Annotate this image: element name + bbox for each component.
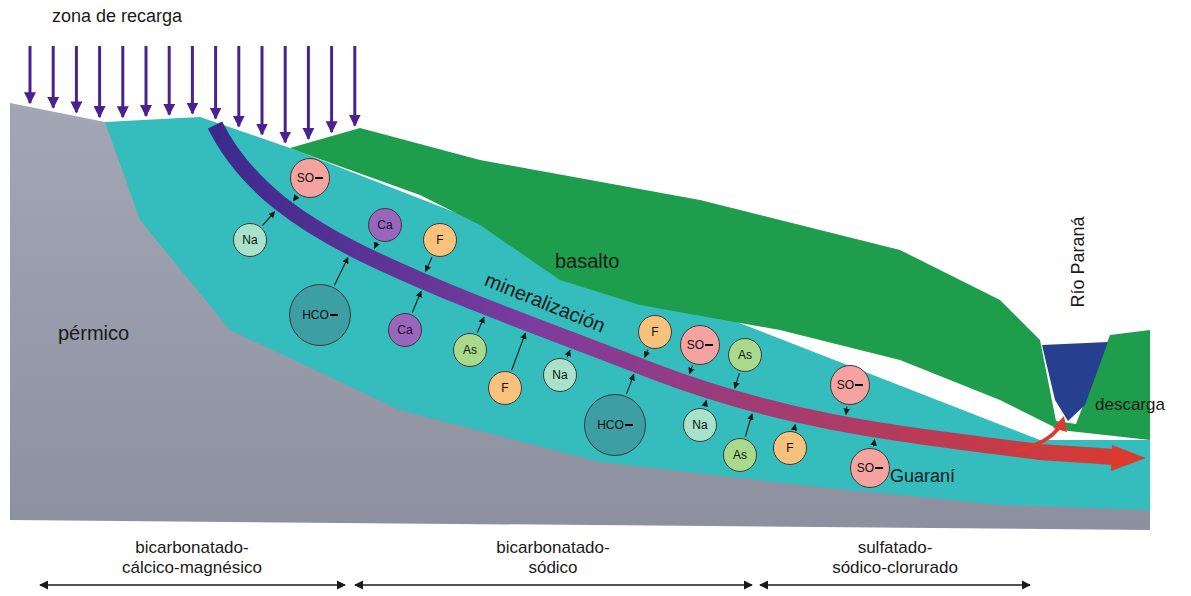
- zone-bracket: [355, 584, 752, 585]
- ion-circle: HCO: [289, 284, 351, 346]
- zone-bracket: [760, 584, 1030, 585]
- ion-circle: SO: [290, 158, 330, 198]
- recharge-arrow: [191, 46, 194, 113]
- ion-symbol: As: [738, 349, 752, 361]
- ion-circle: SO: [850, 448, 890, 488]
- recharge-arrow: [121, 46, 124, 117]
- recharge-arrow: [307, 46, 310, 139]
- charge-bar: [625, 424, 633, 426]
- ion-symbol: Ca: [377, 219, 392, 231]
- ion-circle: F: [638, 315, 672, 349]
- ion-symbol: Na: [692, 419, 707, 431]
- ion-circle: SO: [830, 365, 870, 405]
- charge-bar: [705, 344, 713, 346]
- recharge-arrow: [145, 46, 148, 116]
- recharge-arrow: [52, 46, 55, 108]
- ion-circle: F: [488, 371, 522, 405]
- ion-circle: Ca: [368, 208, 402, 242]
- ion-circle: As: [453, 333, 487, 367]
- leader-arrow: [334, 258, 348, 286]
- leader-arrow: [567, 350, 570, 357]
- zone-brackets: [40, 584, 1030, 585]
- permian-layer: [10, 103, 1150, 530]
- leader-arrow: [735, 373, 740, 388]
- leader-arrow: [846, 407, 847, 415]
- recharge-arrow: [75, 46, 78, 112]
- ion-symbol: SO: [837, 379, 854, 391]
- leader-arrow: [645, 350, 648, 358]
- zone-label: bicarbonatado- sódico: [488, 538, 618, 577]
- ion-circle: As: [728, 338, 762, 372]
- leader-arrow: [689, 366, 692, 374]
- ion-circle: Na: [233, 223, 267, 257]
- leader-arrow: [745, 414, 752, 437]
- region-label: descarga: [1095, 395, 1165, 415]
- ion-symbol: Na: [242, 234, 257, 246]
- guarani-aquifer: [105, 117, 1150, 510]
- ion-symbol: SO: [297, 172, 314, 184]
- ion-symbol: SO: [857, 462, 874, 474]
- charge-bar: [315, 177, 323, 179]
- leader-arrow: [512, 333, 526, 370]
- leader-arrow: [412, 291, 421, 312]
- discharge-branch: [1015, 426, 1060, 451]
- ion-symbol: F: [501, 382, 508, 394]
- recharge-arrows: [30, 46, 355, 142]
- region-label: Guaraní: [890, 466, 955, 487]
- recharge-arrow: [214, 46, 217, 118]
- recharge-arrow: [261, 46, 264, 134]
- ion-symbol: HCO: [302, 309, 329, 321]
- ion-circle: F: [423, 223, 457, 257]
- ion-circle: Na: [543, 358, 577, 392]
- region-label: Río Paraná: [1068, 216, 1089, 307]
- zone-bracket: [40, 584, 345, 585]
- ion-circle: F: [773, 431, 807, 465]
- leader-arrow: [626, 374, 633, 394]
- leader-arrow: [873, 440, 874, 447]
- ion-circle: HCO: [584, 394, 646, 456]
- ion-symbol: Ca: [397, 324, 412, 336]
- zone-label: sulfatado- sódico-clorurado: [830, 538, 960, 577]
- leader-arrow: [794, 425, 795, 430]
- ion-symbol: As: [733, 449, 747, 461]
- charge-bar: [330, 314, 338, 316]
- discharge-head: [1053, 416, 1067, 432]
- recharge-arrow: [29, 46, 32, 103]
- ion-circle: Na: [683, 408, 717, 442]
- ion-symbol: As: [463, 344, 477, 356]
- ion-symbol: HCO: [597, 419, 624, 431]
- flow-arrow: [215, 125, 1115, 457]
- ion-symbol: SO: [687, 339, 704, 351]
- flow-arrowhead: [1111, 445, 1146, 471]
- recharge-arrow: [168, 46, 171, 115]
- ion-symbol: Na: [552, 369, 567, 381]
- region-label: basalto: [555, 250, 620, 273]
- charge-bar: [875, 467, 883, 469]
- ion-symbol: F: [436, 234, 443, 246]
- region-label: zona de recarga: [52, 6, 182, 27]
- leader-arrow: [262, 212, 274, 226]
- leader-arrow: [293, 196, 297, 201]
- region-label: pérmico: [58, 322, 129, 345]
- recharge-arrow: [237, 46, 240, 126]
- recharge-arrow: [98, 46, 101, 117]
- ion-circle: SO: [680, 325, 720, 365]
- ion-symbol: F: [651, 326, 658, 338]
- leader-arrow: [425, 257, 432, 271]
- recharge-arrow: [353, 46, 356, 125]
- ion-symbol: F: [786, 442, 793, 454]
- leader-arrow: [477, 317, 484, 332]
- recharge-arrow: [330, 46, 333, 132]
- ion-circle: Ca: [388, 313, 422, 347]
- charge-bar: [855, 384, 863, 386]
- recharge-arrow: [284, 46, 287, 142]
- zone-label: bicarbonatado- cálcico-magnésico: [112, 538, 272, 577]
- leader-arrow: [374, 242, 377, 248]
- ion-circle: As: [723, 438, 757, 472]
- leader-arrow: [705, 400, 707, 406]
